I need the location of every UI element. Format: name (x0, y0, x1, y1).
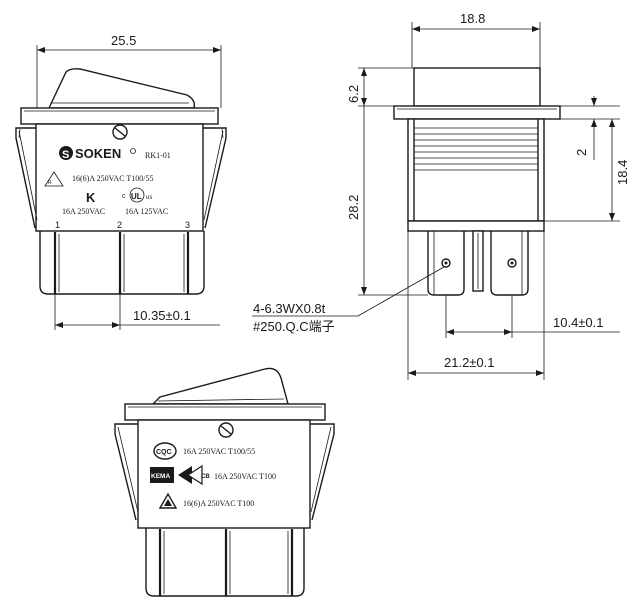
flange-dimension: 2 (574, 149, 589, 156)
terminal-note-type: #250.Q.C端子 (253, 319, 335, 334)
body-ribs (414, 127, 538, 171)
brand-name: SOKEN (75, 146, 121, 161)
cb-text: CB (201, 474, 210, 480)
terminal-note-size: 4-6.3WX0.8t (253, 301, 326, 316)
model-number: RK1-01 (145, 151, 171, 160)
back-view: CQC 16A 250VAC T100/55 KEMA CB 16A 250VA… (114, 367, 335, 597)
back-rating-2: 16A 250VAC T100 (214, 472, 276, 481)
svg-text:R: R (48, 180, 52, 186)
terminal-pitch-dimension: 10.4±0.1 (553, 315, 604, 330)
body-width-dimension: 18.4 (615, 160, 630, 185)
svg-text:K: K (86, 190, 96, 205)
side-width-dimension: 18.8 (460, 11, 485, 26)
triangle-cert-icon (158, 492, 178, 509)
svg-text:UL: UL (131, 192, 142, 201)
front-view: 25.5 S SOKEN RK1-01 R 16(6)A 2 (15, 33, 227, 330)
front-width-dimension: 25.5 (111, 33, 136, 48)
back-rating-3: 16(6)A 250VAC T100 (183, 499, 254, 508)
cqc-text: CQC (156, 449, 172, 456)
back-rating-1: 16A 250VAC T100/55 (183, 447, 255, 456)
svg-text:us: us (146, 195, 152, 201)
tuv-cert-icon: R (44, 171, 64, 187)
soken-logo-icon: S (59, 146, 73, 161)
main-rating: 16(6)A 250VAC T100/55 (72, 174, 154, 183)
left-rating: 16A 250VAC (62, 207, 105, 216)
pin-3-label: 3 (185, 220, 190, 230)
body-height-dimension: 28.2 (346, 195, 361, 220)
side-view: 18.8 (252, 11, 630, 380)
right-rating: 16A 125VAC (125, 207, 168, 216)
kema-cert-icon: KEMA (150, 467, 174, 483)
cap-height-dimension: 6.2 (346, 85, 361, 103)
svg-text:S: S (62, 149, 69, 161)
pin-2-label: 2 (117, 220, 122, 230)
total-width-dimension: 21.2±0.1 (444, 355, 495, 370)
ul-cert-icon: c UL us (122, 187, 152, 203)
cb-cert-icon: CB (178, 464, 210, 486)
kema-text: KEMA (151, 473, 170, 480)
pin-1-label: 1 (55, 220, 60, 230)
cqc-cert-icon: CQC (153, 442, 177, 460)
pin-pitch-dimension: 10.35±0.1 (133, 308, 191, 323)
svg-text:c: c (122, 193, 126, 200)
ce-cert-icon: K (86, 190, 96, 205)
